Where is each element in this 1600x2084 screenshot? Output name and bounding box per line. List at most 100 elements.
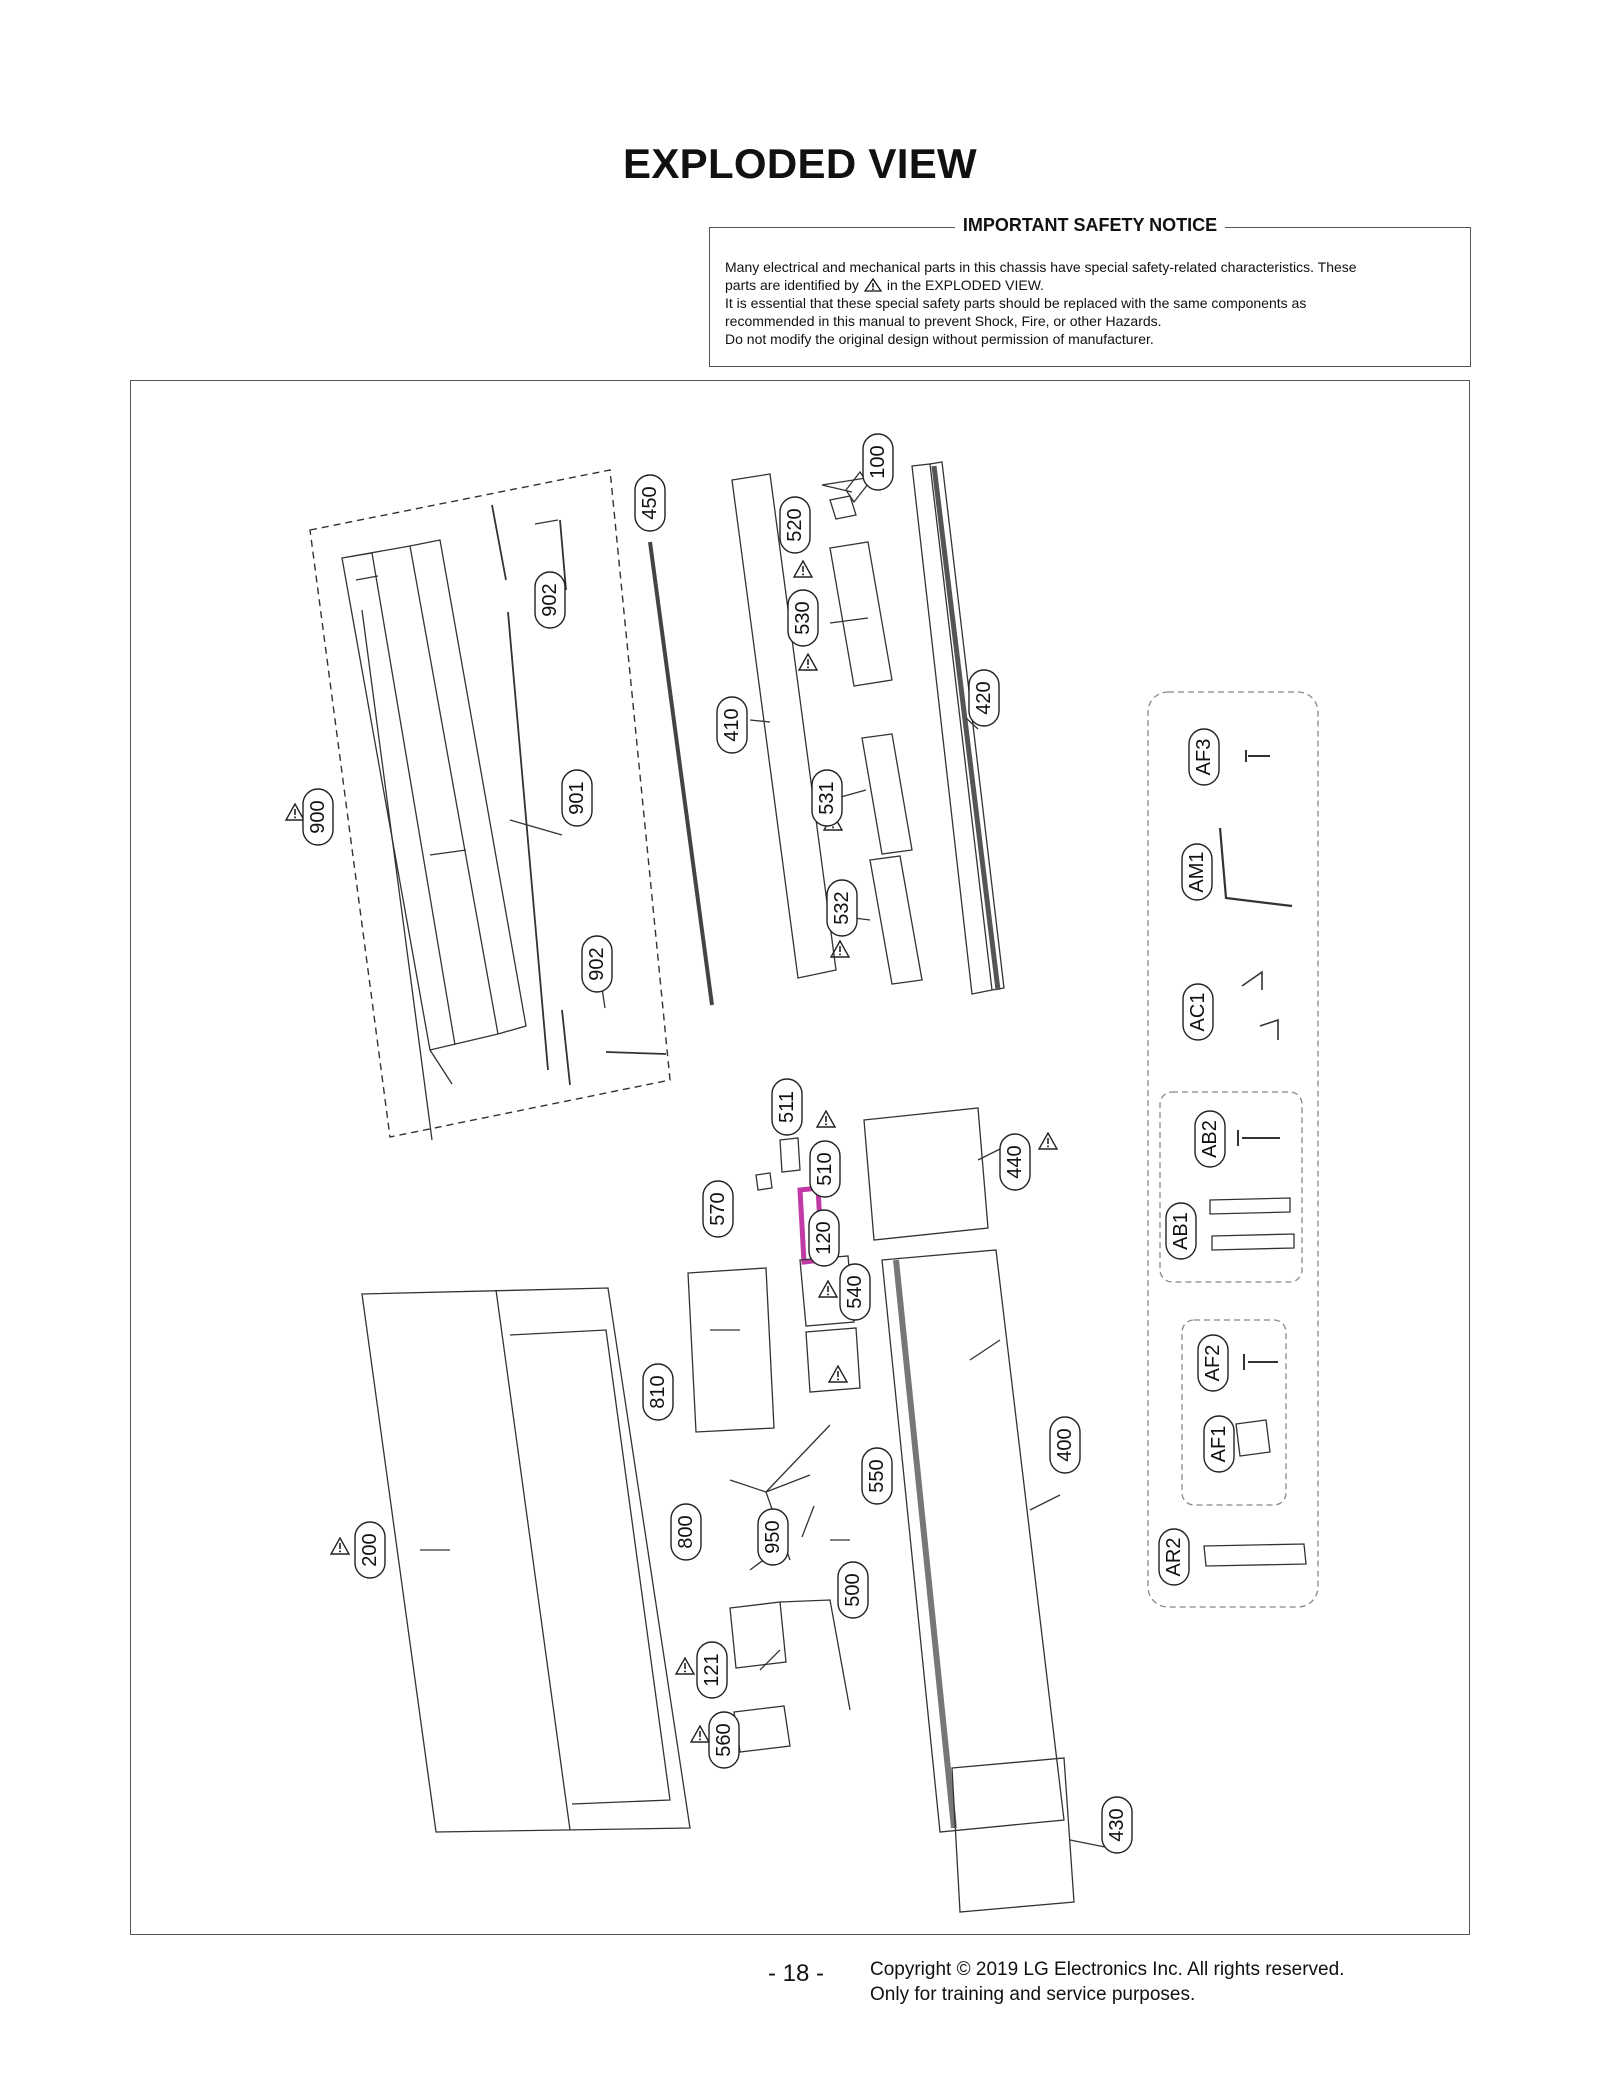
- svg-text:AB2: AB2: [1199, 1120, 1221, 1158]
- svg-text:810: 810: [647, 1375, 669, 1408]
- warning-triangle-icon: [818, 1280, 838, 1298]
- svg-text:900: 900: [307, 800, 329, 833]
- rod-902-top: [491, 504, 567, 591]
- group-900-dashed-outline: [309, 469, 671, 1138]
- svg-text:AF2: AF2: [1202, 1345, 1224, 1382]
- warning-triangle-icon: [675, 1657, 695, 1675]
- board-560: [733, 1705, 791, 1753]
- svg-text:AM1: AM1: [1186, 851, 1208, 892]
- accessory-group-outline: [1147, 691, 1319, 1608]
- copyright-line: Copyright © 2019 LG Electronics Inc. All…: [870, 1959, 1345, 1980]
- part-label-121: 121: [696, 1641, 728, 1699]
- notice-line: It is essential that these special safet…: [725, 295, 1307, 311]
- svg-text:570: 570: [707, 1192, 729, 1225]
- svg-text:AC1: AC1: [1187, 993, 1209, 1032]
- board-550: [805, 1327, 861, 1393]
- warning-triangle-icon: [285, 803, 305, 821]
- exploded-view-diagram: 100 450 520 902 530 410 420 901 531 900 …: [285, 433, 1319, 1913]
- part-label-430: 430: [1101, 1796, 1133, 1854]
- svg-text:510: 510: [814, 1152, 836, 1185]
- foot-af1: [1235, 1419, 1271, 1457]
- part-label-440: 440: [999, 1133, 1031, 1191]
- diagram-frame: [130, 380, 1470, 1935]
- back-cover-400: [881, 1249, 1065, 1833]
- bracket-121: [729, 1601, 787, 1669]
- svg-text:511: 511: [776, 1091, 798, 1123]
- svg-text:450: 450: [639, 486, 661, 519]
- svg-text:121: 121: [701, 1653, 723, 1686]
- front-cover-body: [341, 539, 527, 1051]
- warning-triangle-icon: [330, 1537, 350, 1555]
- screw-ab2: [1237, 1130, 1280, 1146]
- part-label-510: 510: [809, 1140, 841, 1198]
- part-label-520: 520: [779, 496, 811, 554]
- board-530: [829, 541, 893, 687]
- accessory-label-am1: AM1: [1181, 843, 1213, 901]
- accessory-label-ab1: AB1: [1165, 1202, 1197, 1260]
- svg-text:120: 120: [813, 1221, 835, 1254]
- svg-text:520: 520: [784, 508, 806, 541]
- part-label-420: 420: [968, 669, 1000, 727]
- part-label-532: 532: [826, 879, 858, 937]
- safety-notice-heading: IMPORTANT SAFETY NOTICE: [710, 215, 1470, 236]
- accessory-label-af3: AF3: [1188, 728, 1220, 786]
- part-label-100: 100: [862, 433, 894, 491]
- accessory-subgroup-af: [1181, 1319, 1287, 1506]
- warning-triangle-icon: [1038, 1132, 1058, 1150]
- svg-text:420: 420: [973, 681, 995, 714]
- part-label-511: 511: [771, 1078, 803, 1136]
- display-panel-200: [361, 1287, 691, 1833]
- screw-af3: [1245, 750, 1270, 762]
- svg-text:200: 200: [359, 1533, 381, 1566]
- part-label-500: 500: [837, 1561, 869, 1619]
- part-label-410: 410: [716, 696, 748, 754]
- remote-ar2: [1203, 1543, 1307, 1567]
- warning-triangle-icon: [863, 278, 882, 292]
- svg-text:500: 500: [842, 1573, 864, 1606]
- accessory-subgroup-ab: [1159, 1091, 1303, 1283]
- part-label-570: 570: [702, 1180, 734, 1238]
- svg-text:532: 532: [831, 891, 853, 924]
- footer-copyright: Copyright © 2019 LG Electronics Inc. All…: [870, 1957, 1344, 2007]
- part-label-902b: 902: [581, 935, 613, 993]
- safety-notice-box: IMPORTANT SAFETY NOTICE Many electrical …: [709, 215, 1471, 367]
- bracket-570: [755, 1172, 773, 1191]
- svg-text:410: 410: [721, 708, 743, 741]
- part-label-450: 450: [634, 474, 666, 532]
- notice-line: Do not modify the original design withou…: [725, 331, 1154, 347]
- svg-text:400: 400: [1054, 1428, 1076, 1461]
- svg-text:440: 440: [1004, 1145, 1026, 1178]
- svg-text:902: 902: [586, 947, 608, 980]
- part-label-540: 540: [839, 1263, 871, 1321]
- svg-text:902: 902: [539, 583, 561, 616]
- svg-text:AB1: AB1: [1170, 1212, 1192, 1250]
- notice-text: parts are identified by: [725, 277, 859, 293]
- svg-text:560: 560: [713, 1723, 735, 1756]
- part-label-400: 400: [1049, 1416, 1081, 1474]
- part-label-560: 560: [708, 1711, 740, 1769]
- svg-text:531: 531: [816, 781, 838, 814]
- svg-text:901: 901: [566, 781, 588, 814]
- notice-line: Many electrical and mechanical parts in …: [725, 259, 1357, 275]
- svg-text:800: 800: [675, 1515, 697, 1548]
- part-label-902a: 902: [534, 571, 566, 629]
- svg-text:100: 100: [867, 445, 889, 478]
- screw-af2: [1243, 1354, 1278, 1370]
- warning-triangle-icon: [690, 1725, 710, 1743]
- svg-text:AF1: AF1: [1208, 1426, 1230, 1463]
- part-label-530: 530: [787, 589, 819, 647]
- purpose-line: Only for training and service purposes.: [870, 1984, 1196, 2005]
- clip-ac1: [1241, 970, 1279, 1040]
- part-520: [829, 495, 857, 520]
- board-532: [869, 855, 923, 985]
- rod-901: [507, 611, 549, 1071]
- page-title: EXPLODED VIEW: [623, 140, 977, 187]
- svg-text:950: 950: [762, 1520, 784, 1553]
- svg-text:550: 550: [866, 1459, 888, 1492]
- part-label-900: 900: [302, 788, 334, 846]
- accessory-label-ar2: AR2: [1158, 1528, 1190, 1586]
- part-label-531: 531: [811, 769, 843, 827]
- warning-triangle-icon: [798, 653, 818, 671]
- shield-810: [687, 1267, 775, 1433]
- part-label-550: 550: [861, 1447, 893, 1505]
